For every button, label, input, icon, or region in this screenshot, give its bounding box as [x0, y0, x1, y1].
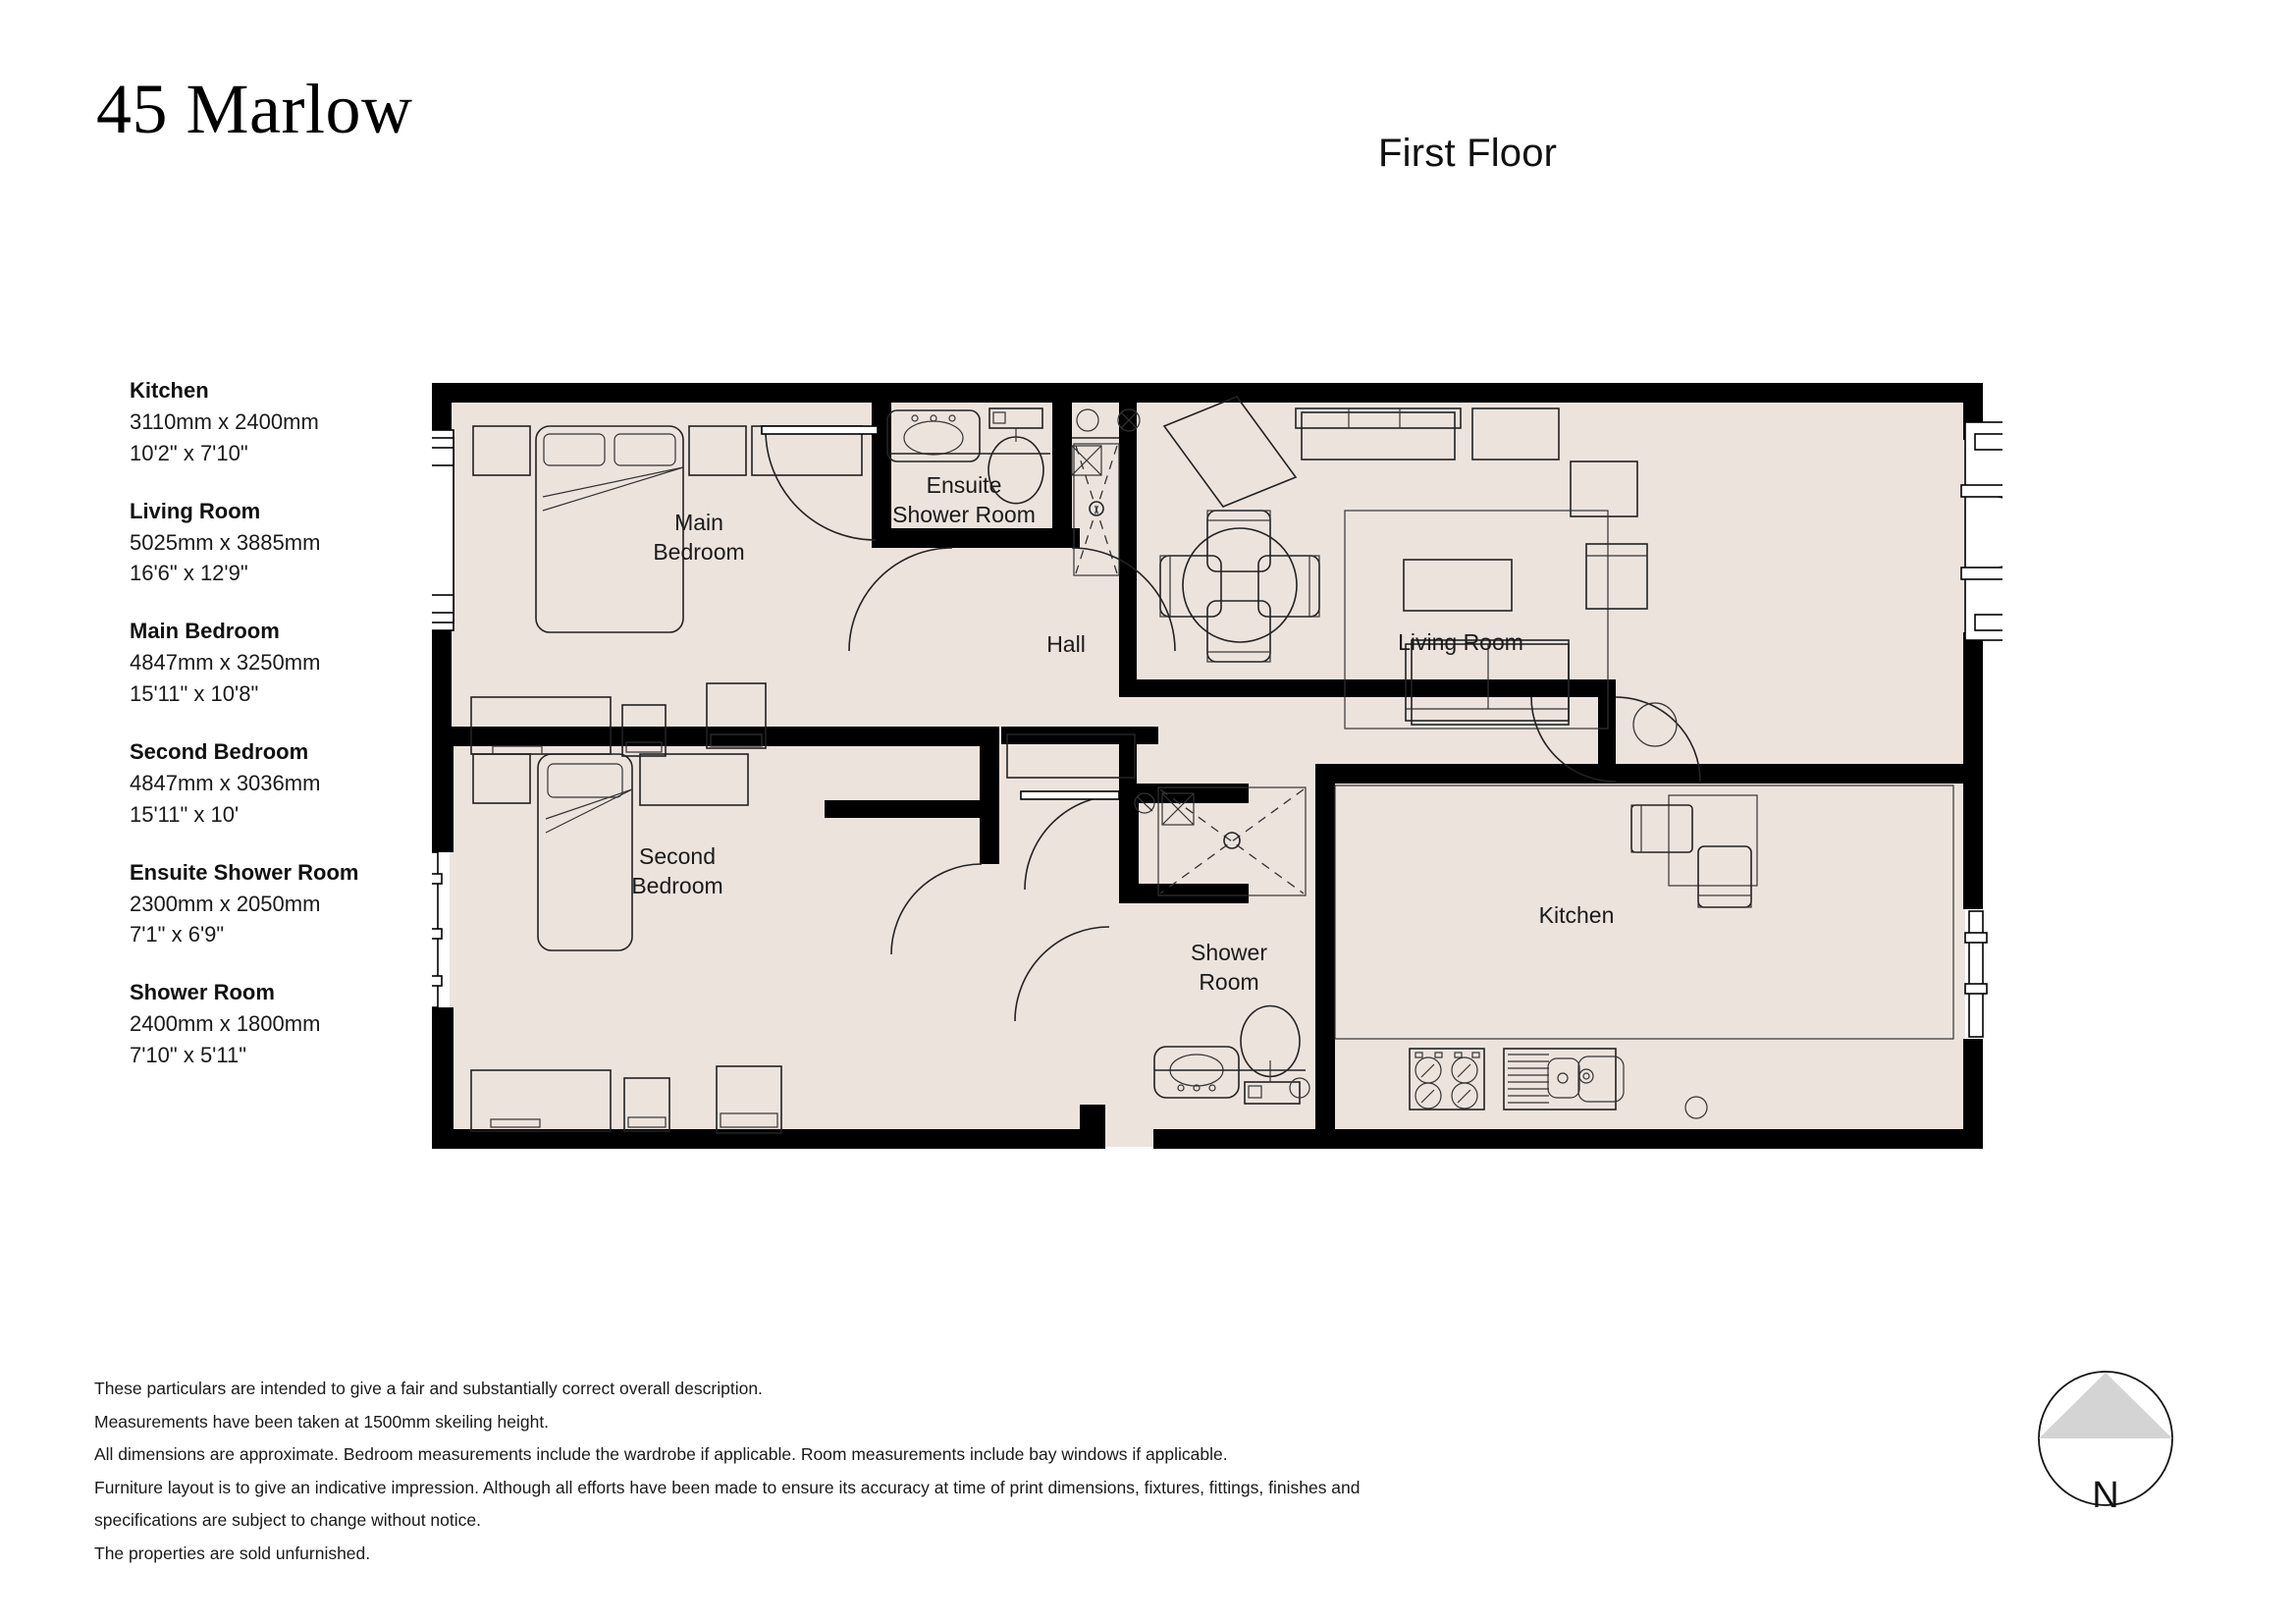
room-metric-dimensions: 3110mm x 2400mm — [130, 408, 319, 434]
room-schedule-item: Main Bedroom 4847mm x 3250mm 15'11" x 10… — [130, 616, 454, 710]
room-label-main-bedroom-2: Bedroom — [653, 539, 744, 565]
room-imperial-dimensions: 7'1" x 6'9" — [130, 922, 225, 947]
floor-level-label: First Floor — [1378, 132, 1558, 175]
room-schedule-item: Second Bedroom 4847mm x 3036mm 15'11" x … — [130, 736, 454, 831]
disclaimer-line: All dimensions are approximate. Bedroom … — [94, 1444, 1228, 1465]
floorplan: Main Bedroom Ensuite Shower Room Second … — [432, 383, 2002, 1198]
compass-icon — [2038, 1371, 2173, 1506]
room-metric-dimensions: 5025mm x 3885mm — [130, 529, 321, 555]
room-label-hall: Hall — [1046, 631, 1086, 657]
disclaimer-line: These particulars are intended to give a… — [94, 1379, 763, 1398]
room-label-second-bedroom: Second — [639, 843, 716, 869]
disclaimer-line: Measurements have been taken at 1500mm s… — [94, 1411, 550, 1432]
room-name: Main Bedroom — [130, 619, 280, 644]
room-imperial-dimensions: 7'10" x 5'11" — [130, 1043, 247, 1068]
room-schedule-item: Ensuite Shower Room 2300mm x 2050mm 7'1"… — [130, 857, 454, 951]
window-left-lower — [432, 851, 443, 1008]
room-name: Living Room — [130, 498, 261, 523]
room-label-second-bedroom-2: Bedroom — [631, 873, 722, 898]
room-imperial-dimensions: 16'6" x 12'9" — [130, 561, 248, 586]
compass-rose: N — [2026, 1359, 2193, 1555]
exterior-walls — [432, 383, 1983, 1149]
room-name: Kitchen — [130, 378, 209, 403]
bay-window-left — [432, 429, 454, 631]
room-imperial-dimensions: 10'2" x 7'10" — [130, 440, 248, 465]
disclaimer-line: Furniture layout is to give an indicativ… — [94, 1477, 1361, 1497]
room-name: Shower Room — [130, 980, 275, 1005]
kitchen-furniture — [1334, 785, 1954, 1119]
hall-furniture — [1006, 733, 1136, 779]
room-label-shower-room-2: Room — [1199, 969, 1258, 995]
room-schedule-item: Kitchen 3110mm x 2400mm 10'2" x 7'10" — [130, 375, 454, 469]
room-metric-dimensions: 2400mm x 1800mm — [130, 1011, 321, 1037]
room-label-living-room: Living Room — [1398, 629, 1523, 655]
room-label-shower-room: Shower — [1191, 940, 1267, 965]
room-schedule-list: Kitchen 3110mm x 2400mm 10'2" x 7'10" Li… — [130, 375, 454, 1098]
window-right-lower — [1964, 910, 1988, 1038]
disclaimer-line: The properties are sold unfurnished. — [94, 1543, 371, 1563]
room-label-kitchen: Kitchen — [1539, 902, 1615, 928]
room-label-main-bedroom: Main — [674, 510, 723, 535]
room-imperial-dimensions: 15'11" x 10' — [130, 801, 240, 827]
living-room-furniture — [1159, 396, 1648, 730]
french-doors-right — [1960, 421, 2002, 641]
room-schedule-item: Shower Room 2400mm x 1800mm 7'10" x 5'11… — [130, 977, 454, 1071]
compass-north-label: N — [2092, 1475, 2119, 1516]
page-title: 45 Marlow — [96, 70, 413, 148]
room-metric-dimensions: 4847mm x 3250mm — [130, 650, 321, 676]
internal-walls — [825, 403, 1965, 1149]
room-label-ensuite: Ensuite — [927, 472, 1002, 498]
door-swings — [761, 425, 1701, 1022]
room-name: Ensuite Shower Room — [130, 859, 359, 885]
second-bedroom-furniture — [470, 753, 782, 1134]
room-name: Second Bedroom — [130, 739, 309, 765]
room-metric-dimensions: 2300mm x 2050mm — [130, 891, 321, 916]
plan-room-labels: Main Bedroom Ensuite Shower Room Second … — [631, 472, 1614, 995]
disclaimer-line: specifications are subject to change wit… — [94, 1510, 481, 1531]
disclaimer-block: These particulars are intended to give a… — [94, 1373, 1527, 1571]
shower-room-fittings — [1134, 786, 1310, 1105]
ensuite-fittings — [886, 407, 1141, 576]
room-schedule-item: Living Room 5025mm x 3885mm 16'6" x 12'9… — [130, 496, 454, 590]
main-bedroom-furniture — [470, 425, 863, 757]
room-imperial-dimensions: 15'11" x 10'8" — [130, 681, 259, 707]
room-label-ensuite-2: Shower Room — [892, 502, 1036, 527]
room-metric-dimensions: 4847mm x 3036mm — [130, 770, 321, 795]
